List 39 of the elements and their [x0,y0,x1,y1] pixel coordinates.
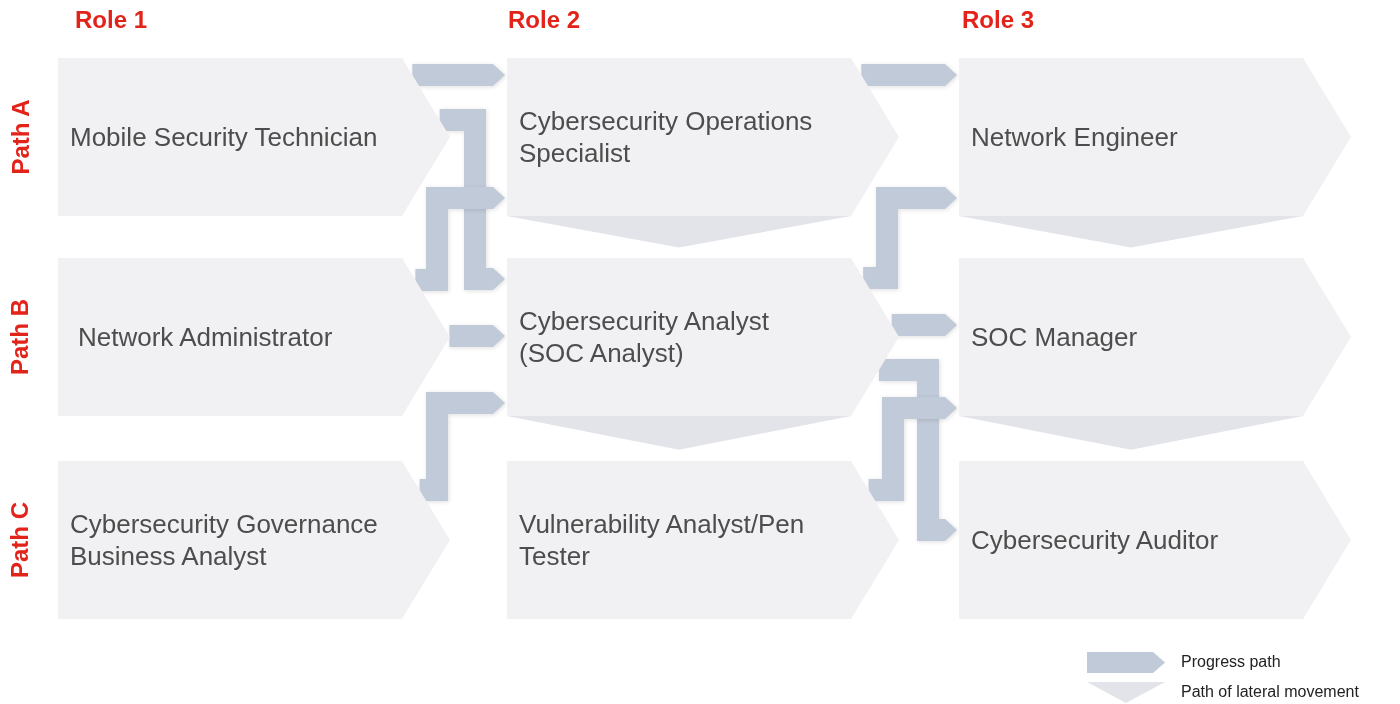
legend-label: Progress path [1181,653,1281,671]
role-card [507,58,899,216]
role-title: Network Engineer [971,121,1179,153]
progress-arrow [415,187,505,291]
role-title: Cybersecurity Governance Business Analyst [70,508,379,572]
role-title: SOC Manager [971,321,1139,353]
role-card [507,461,899,619]
progress-arrow [449,325,505,347]
column-heading: Role 1 [75,6,148,34]
progress-arrow [868,397,957,501]
role-card [507,258,899,416]
lateral-movement-arrow [959,216,1303,248]
role-title: Network Administrator [78,321,334,353]
progress-arrow [861,64,957,86]
role-card [58,461,450,619]
role-card [58,258,450,416]
row-heading: Path B [6,299,34,375]
role-card [959,58,1351,216]
row-heading: Path C [6,502,34,578]
role-title: Vulnerability Analyst/Pen Tester [519,508,806,572]
progress-arrow [412,64,505,86]
role-card [959,258,1351,416]
progress-arrow [878,359,957,541]
legend-label: Path of lateral movement [1181,683,1359,701]
progress-arrow [419,392,505,501]
role-title: Cybersecurity Operations Specialist [519,105,814,169]
progress-arrow [891,314,957,336]
progress-arrow [439,109,505,290]
column-heading: Role 3 [962,6,1035,34]
row-heading: Path A [6,99,35,175]
role-title: Cybersecurity Analyst (SOC Analyst) [519,305,770,369]
lateral-movement-arrow [507,216,851,248]
lateral-movement-arrow [959,416,1303,450]
role-card [58,58,450,216]
column-heading: Role 2 [508,6,581,34]
role-title: Cybersecurity Auditor [971,524,1220,556]
progress-arrow [863,187,957,289]
lateral-movement-arrow [507,416,851,450]
role-title: Mobile Security Technician [70,121,379,153]
